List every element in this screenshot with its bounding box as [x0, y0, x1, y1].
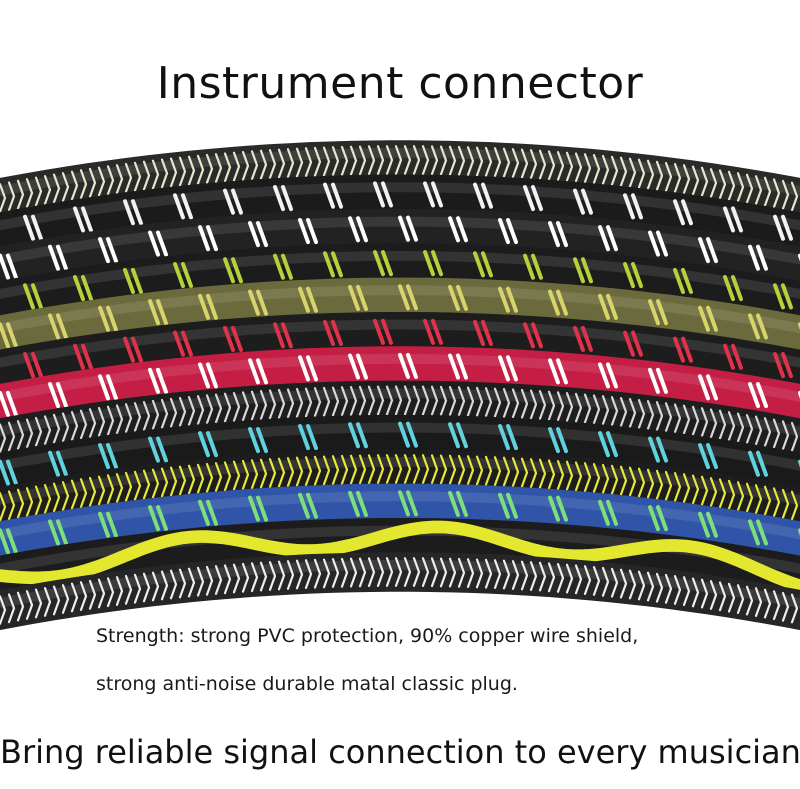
olive-camo-cable: [0, 277, 800, 356]
black-grey-cable: [0, 380, 800, 459]
yellow-wave-cable: [0, 517, 800, 596]
page-title: Instrument connector: [156, 58, 644, 109]
cream-black-cable: [0, 140, 800, 219]
strength-description: Strength: strong PVC protection, 90% cop…: [96, 625, 639, 647]
black-white-cable-2: [0, 208, 800, 287]
cable-bundle-image: [0, 140, 800, 630]
blue-green-cable: [0, 483, 800, 562]
black-white-cable-1: [0, 174, 800, 253]
crimson-white-cable: [0, 346, 800, 425]
yellow-black-cable: [0, 449, 800, 528]
tagline: Bring reliable signal connection to ever…: [0, 733, 800, 771]
black-white-zigzag-cable: [0, 552, 800, 630]
plug-description: strong anti-noise durable matal classic …: [96, 673, 518, 695]
black-red-cable: [0, 311, 800, 390]
black-lime-cable: [0, 243, 800, 322]
black-cyan-cable: [0, 414, 800, 493]
